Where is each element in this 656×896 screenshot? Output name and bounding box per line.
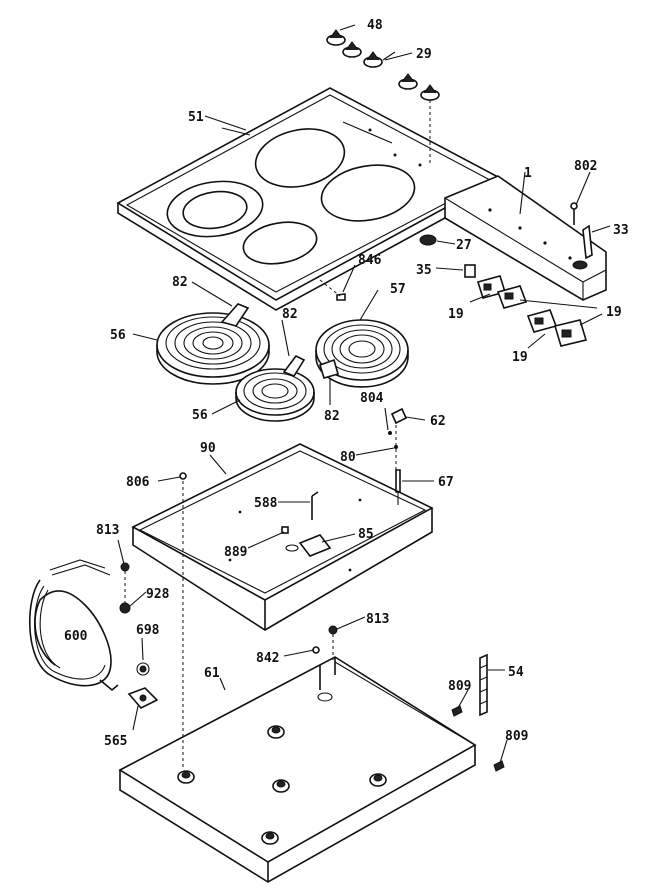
callout-29: 29 [416,47,432,62]
knob-5 [420,84,440,101]
leader-lines [117,51,611,764]
knob-1 [326,29,346,46]
callout-90: 90 [200,441,216,456]
knob-3 [363,51,383,68]
callout-928: 928 [146,587,170,602]
callout-80: 80 [340,450,356,465]
callout-54: 54 [508,665,524,680]
callout-813-left: 813 [96,523,119,538]
wiring-harness [28,559,159,709]
callout-19-upper: 19 [448,307,464,322]
callout-82-middle: 82 [282,307,298,322]
knob-4 [398,73,418,90]
callout-57: 57 [390,282,406,297]
surface-element-large-right [315,319,409,388]
control-panel-bracket [444,171,607,301]
bottom-pan [118,548,477,883]
callout-846: 846 [358,253,382,268]
callout-19-lower: 19 [512,350,528,365]
callout-19-right: 19 [606,305,622,320]
callout-1: 1 [524,166,532,181]
callout-labels: 48 29 51 1 802 33 27 35 19 19 19 846 82 … [64,18,629,749]
callout-82-lower: 82 [324,409,340,424]
callout-56-lower: 56 [192,408,208,423]
burner-box [131,443,434,631]
callout-804: 804 [360,391,384,406]
callout-600: 600 [64,629,88,644]
callout-51: 51 [188,110,204,125]
callout-35: 35 [416,263,432,278]
callout-48: 48 [367,18,383,33]
callout-565: 565 [104,734,127,749]
knob-2 [342,41,362,58]
callout-698: 698 [136,623,160,638]
callout-889: 889 [224,545,247,560]
callout-27: 27 [456,238,472,253]
callout-588: 588 [254,496,278,511]
callout-809-upper: 809 [448,679,471,694]
callout-85: 85 [358,527,374,542]
callout-809-lower: 809 [505,729,528,744]
callout-806: 806 [126,475,150,490]
callout-67: 67 [438,475,454,490]
surface-element-large-left [156,303,270,385]
callout-56-upper: 56 [110,328,126,343]
side-bracket [451,653,505,772]
callout-842: 842 [256,651,279,666]
callout-813-right: 813 [366,612,389,627]
control-knobs [326,24,440,165]
callout-82-left: 82 [172,275,188,290]
callout-33: 33 [613,223,629,238]
callout-62: 62 [430,414,446,429]
small-fasteners [319,202,593,301]
callout-61: 61 [204,666,220,681]
callout-802: 802 [574,159,597,174]
terminal-blocks [469,275,603,349]
surface-element-small-left [235,354,315,422]
